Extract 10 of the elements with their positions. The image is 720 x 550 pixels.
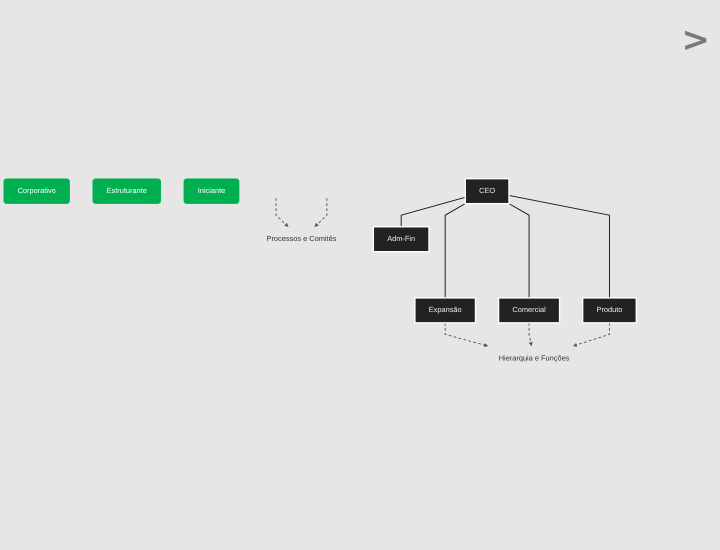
- arrow: [276, 198, 288, 228]
- chevron-sign: >: [682, 20, 710, 60]
- connector: [508, 195, 610, 299]
- arrow: [573, 322, 610, 347]
- arrow: [444, 322, 488, 348]
- connector: [444, 203, 466, 299]
- arrow: [528, 322, 533, 346]
- connector: [400, 197, 466, 228]
- connector: [508, 203, 530, 299]
- arrow: [314, 198, 328, 228]
